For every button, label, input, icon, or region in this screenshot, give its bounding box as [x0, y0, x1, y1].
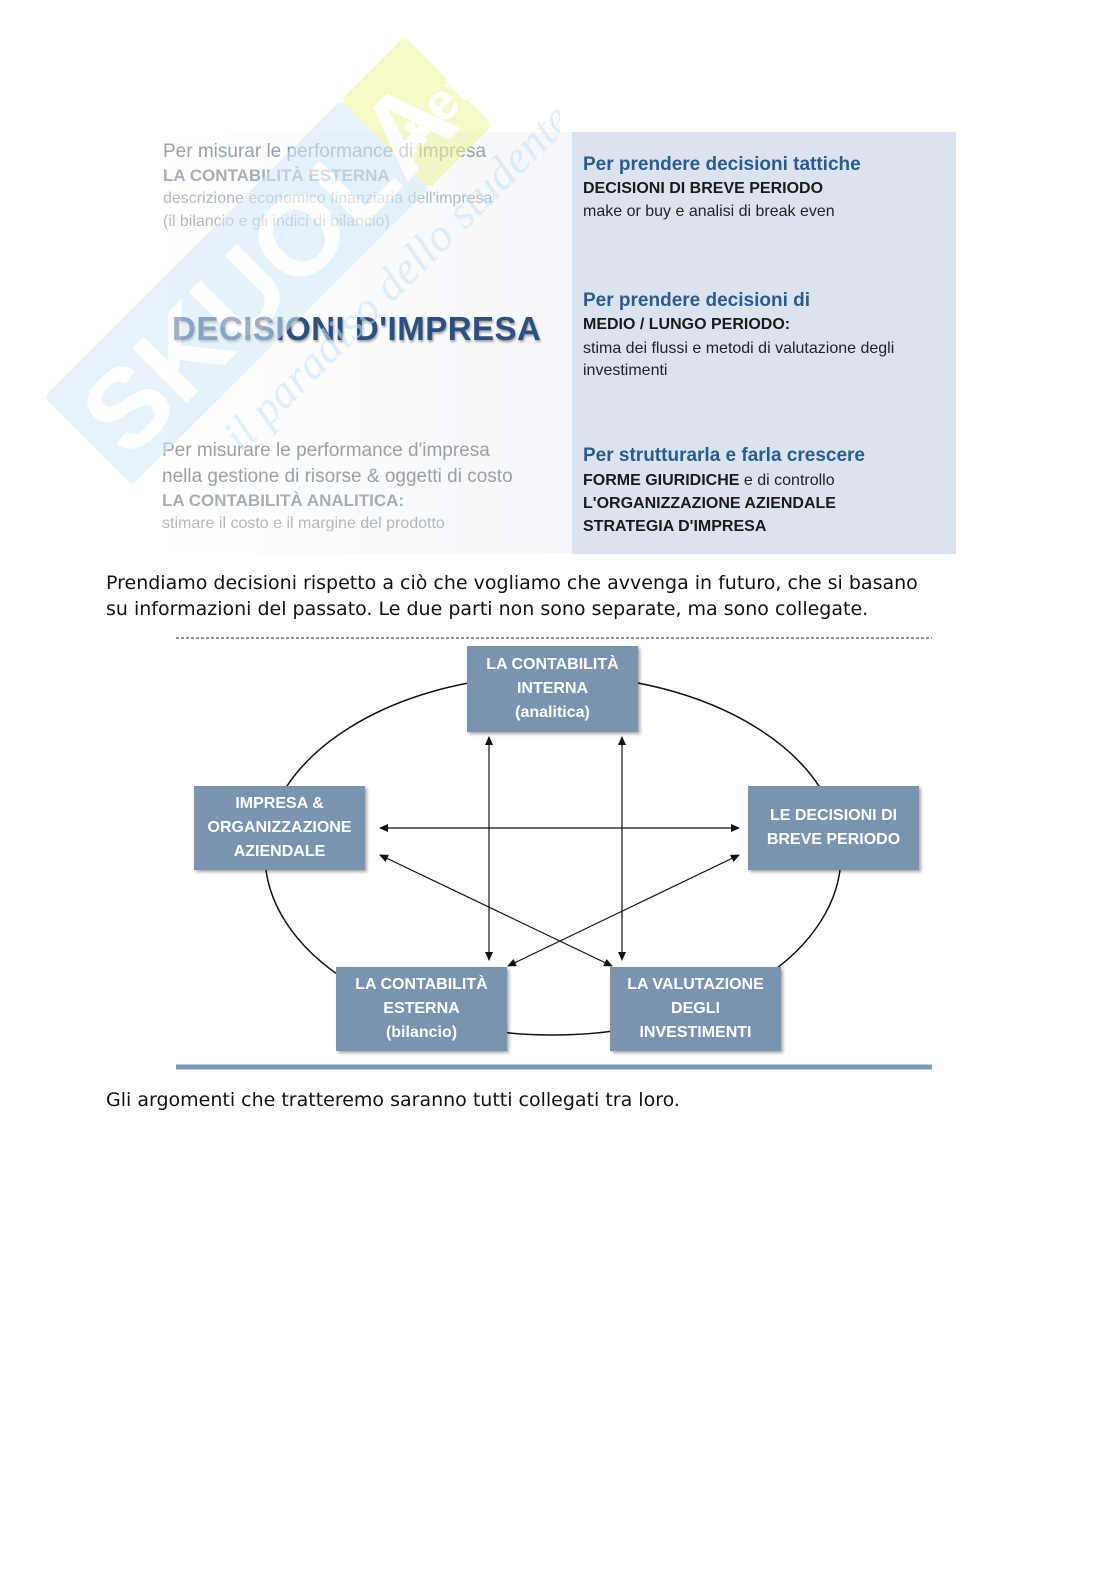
bottom-left-line3: stimare il costo e il margine del prodot…: [162, 515, 445, 532]
paragraph-1: Prendiamo decisioni rispetto a ciò che v…: [106, 570, 1006, 622]
right-top-text: make or buy e analisi di break even: [583, 203, 835, 220]
right-bottom-line2: L'ORGANIZZAZIONE AZIENDALE: [583, 495, 836, 512]
diagram-lines: [176, 637, 932, 1070]
right-bottom-heading: Per strutturarla e farla crescere: [583, 445, 865, 466]
right-middle-line2: investimenti: [583, 362, 668, 379]
paragraph-1-line1: Prendiamo decisioni rispetto a ciò che v…: [106, 572, 918, 594]
node-bottom-right-line1: LA VALUTAZIONE: [627, 976, 764, 993]
node-left-line2: ORGANIZZAZIONE: [207, 819, 352, 836]
right-bottom-line1: FORME GIURIDICHE e di controllo: [583, 472, 835, 490]
bottom-left-subheading: LA CONTABILITÀ ANALITICA:: [162, 491, 405, 510]
node-bottom-right-line2: DEGLI: [671, 1000, 720, 1017]
node-right-line2: BREVE PERIODO: [766, 831, 901, 848]
node-top-line3: (analitica): [515, 704, 590, 721]
arrow-diagonal-up: [507, 854, 740, 967]
node-bottom-left-line2: ESTERNA: [383, 1000, 460, 1017]
slide-right-panel: [572, 132, 956, 554]
node-impresa-organizzazione: IMPRESA & ORGANIZZAZIONE AZIENDALE: [194, 786, 365, 870]
paragraph-2: Gli argomenti che tratteremo saranno tut…: [106, 1089, 680, 1111]
paragraph-1-line2: su informazioni del passato. Le due part…: [106, 598, 869, 620]
node-bottom-left-line3: (bilancio): [385, 1024, 458, 1041]
node-left-line1: IMPRESA &: [235, 795, 324, 812]
node-decisioni-breve-periodo: LE DECISIONI DI BREVE PERIODO: [748, 786, 919, 870]
node-left-line3: AZIENDALE: [233, 843, 326, 860]
node-contabilita-esterna: LA CONTABILITÀ ESTERNA (bilancio): [336, 967, 507, 1051]
right-middle-subheading: MEDIO / LUNGO PERIODO:: [583, 316, 791, 333]
arrow-diagonal-down: [379, 854, 613, 967]
right-top-heading: Per prendere decisioni tattiche: [583, 154, 861, 175]
node-bottom-left-line1: LA CONTABILITÀ: [355, 976, 488, 993]
controllo-text: e di controllo: [739, 472, 835, 489]
node-top-line2: INTERNA: [516, 680, 589, 697]
right-middle-heading: Per prendere decisioni di: [583, 290, 811, 311]
node-top-line1: LA CONTABILITÀ: [486, 656, 619, 673]
forme-giuridiche-text: FORME GIURIDICHE: [583, 472, 740, 489]
node-right-line1: LE DECISIONI DI: [769, 807, 898, 824]
right-top-subheading: DECISIONI DI BREVE PERIODO: [583, 180, 824, 197]
node-contabilita-interna: LA CONTABILITÀ INTERNA (analitica): [467, 646, 638, 732]
right-bottom-line3: STRATEGIA D'IMPRESA: [583, 518, 767, 535]
node-valutazione-investimenti: LA VALUTAZIONE DEGLI INVESTIMENTI: [610, 967, 781, 1051]
node-bottom-right-line3: INVESTIMENTI: [639, 1024, 752, 1041]
right-middle-line1: stima dei flussi e metodi di valutazione…: [583, 340, 895, 357]
